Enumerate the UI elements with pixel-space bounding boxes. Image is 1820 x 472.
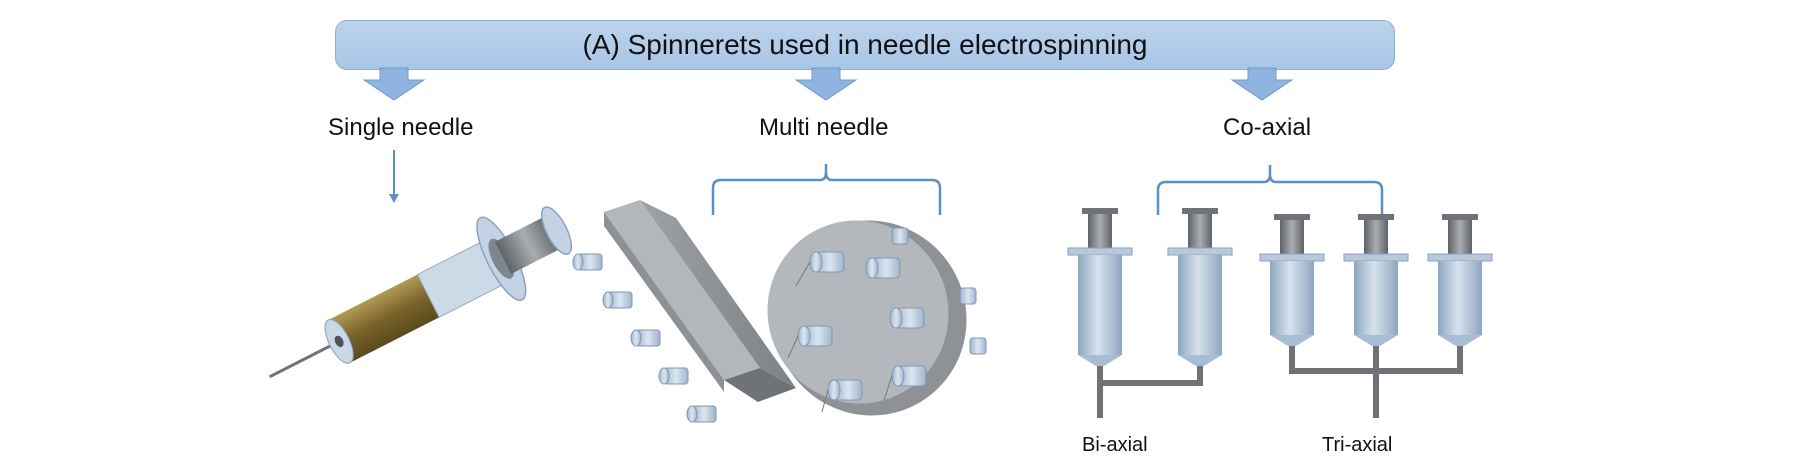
label-single-needle: Single needle: [328, 114, 474, 141]
multi-needle-bracket: [711, 164, 942, 215]
multi-needle-disc: [767, 220, 967, 416]
label-co-axial: Co-axial: [1223, 114, 1312, 141]
single-needle-pointer-arrow: [389, 150, 399, 203]
label-bi-axial: Bi-axial: [1082, 434, 1148, 456]
coaxial-bracket: [1156, 165, 1384, 215]
down-arrow-multi: [794, 67, 858, 101]
triaxial-connectors: [1289, 368, 1463, 374]
triaxial-syringe-2: [1343, 214, 1409, 418]
title-banner: (A) Spinnerets used in needle electrospi…: [335, 20, 1395, 70]
multi-needle-block-nozzles: [572, 253, 717, 423]
triaxial-syringe-3: [1427, 214, 1493, 372]
label-multi-needle: Multi needle: [759, 114, 889, 141]
down-arrow-coaxial: [1230, 67, 1294, 101]
title-text: (A) Spinnerets used in needle electrospi…: [582, 29, 1148, 60]
single-needle-syringe: [268, 206, 573, 379]
triaxial-syringe-1: [1259, 214, 1325, 372]
multi-needle-block: [604, 200, 796, 402]
biaxial-syringe-left: [1067, 208, 1133, 418]
label-tri-axial: Tri-axial: [1322, 434, 1393, 456]
down-arrow-single: [362, 67, 426, 101]
multi-needle-disc-nozzles: [787, 227, 987, 413]
biaxial-syringe-right: [1103, 208, 1233, 386]
